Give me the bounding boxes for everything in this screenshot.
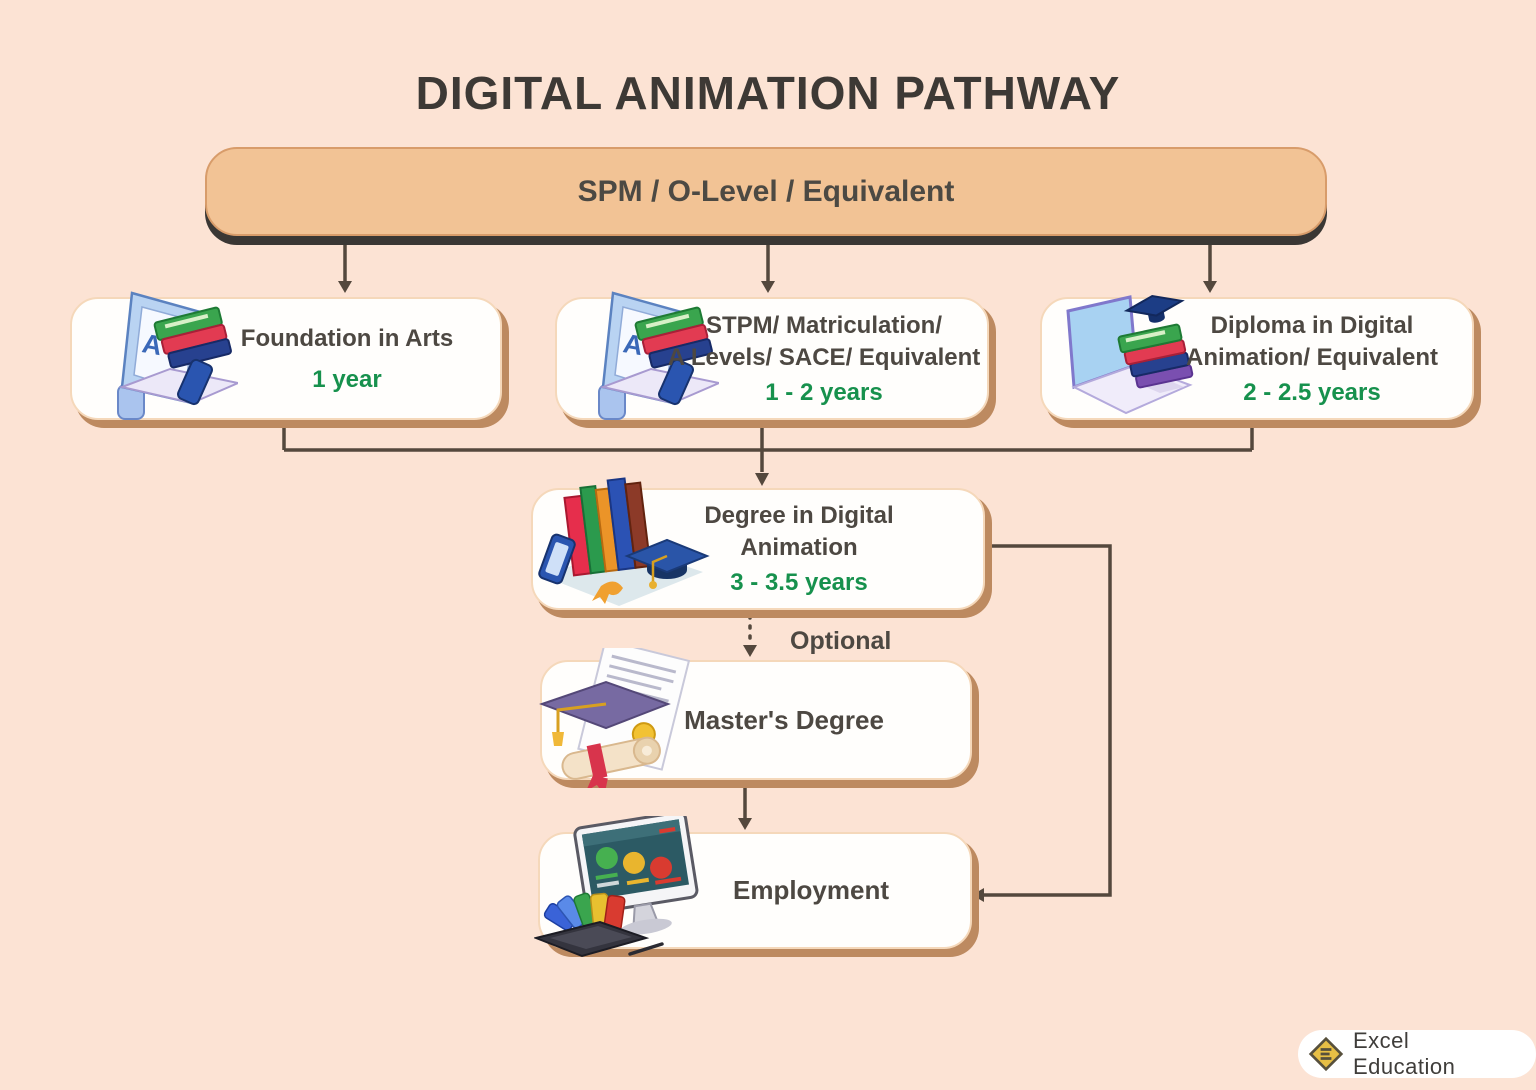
node-text: Employment: [652, 834, 970, 947]
node-duration: 2 - 2.5 years: [1243, 378, 1381, 406]
node-duration: 1 - 2 years: [765, 378, 883, 406]
node-label: Foundation in Arts: [240, 324, 454, 352]
svg-text:A: A: [140, 328, 164, 361]
node-spm-label: SPM / O-Level / Equivalent: [577, 174, 955, 208]
node-label-line2: A Levels/ SACE/ Equivalent: [667, 343, 981, 371]
logo-text: Excel Education: [1353, 1028, 1456, 1079]
optional-label: Optional: [790, 627, 892, 655]
node-text: Foundation in Arts 1 year: [194, 299, 500, 418]
node-label-line1: STPM/ Matriculation/: [705, 311, 942, 339]
node-text: Degree in Digital Animation 3 - 3.5 year…: [615, 490, 983, 608]
node-label-line2: Animation: [740, 534, 858, 561]
node-label-line2: Animation/ Equivalent: [1185, 343, 1439, 371]
node-text: Diploma in Digital Animation/ Equivalent…: [1152, 299, 1472, 418]
node-label: Employment: [732, 875, 890, 905]
svg-text:A: A: [621, 328, 645, 361]
bypass-degree-to-employment: [981, 544, 1112, 897]
arrowheads: [338, 281, 1217, 902]
node-label: Master's Degree: [684, 704, 884, 735]
node-duration: 3 - 3.5 years: [730, 569, 868, 596]
node-diploma-digital-animation: Diploma in Digital Animation/ Equivalent…: [1040, 294, 1474, 420]
node-spm-olevel: SPM / O-Level / Equivalent: [205, 147, 1327, 236]
node-duration: 1 year: [312, 365, 382, 393]
node-label-line1: Degree in Digital: [704, 502, 894, 529]
node-label-line1: Diploma in Digital: [1210, 311, 1414, 339]
node-text: STPM/ Matriculation/ A Levels/ SACE/ Equ…: [661, 299, 987, 418]
node-employment: Employment: [532, 810, 972, 958]
node-degree-digital-animation: Degree in Digital Animation 3 - 3.5 year…: [531, 477, 985, 610]
node-text: Master's Degree: [598, 662, 970, 778]
node-masters-degree: Master's Degree: [539, 638, 972, 796]
node-stpm-matriculation: A STPM/ Matriculation/ A Levels/ SACE/ E…: [555, 291, 989, 420]
excel-education-logo: Excel Education: [1298, 1028, 1536, 1079]
excel-logo-diamond-icon: [1308, 1036, 1344, 1072]
page-title: DIGITAL ANIMATION PATHWAY: [415, 67, 1121, 119]
node-foundation-in-arts: A Foundation in Arts 1 year: [70, 291, 502, 420]
